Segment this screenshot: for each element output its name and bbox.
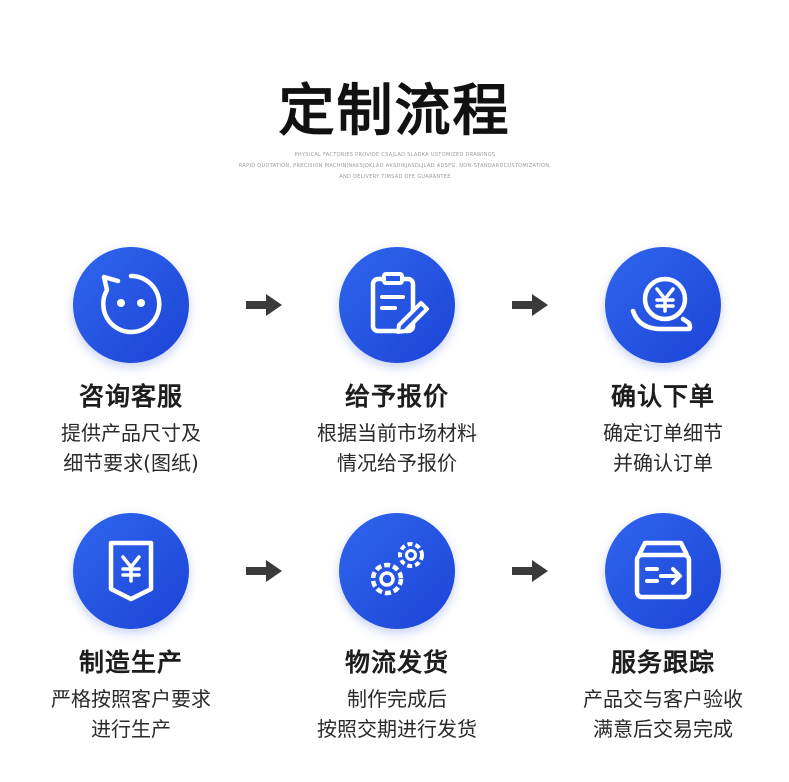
- step-desc: 按照交期进行发货: [317, 717, 477, 741]
- yen-coin-hand-icon: [605, 247, 721, 363]
- step-desc: 并确认订单: [613, 451, 713, 475]
- yen-box-icon: [73, 513, 189, 629]
- subtitle-line-3: AND DELIVERY TIMSAD OFE GUARANTEE: [339, 174, 451, 180]
- step-desc: 进行生产: [91, 717, 171, 741]
- arrow-right-icon: [246, 294, 282, 316]
- gears-icon: [339, 513, 455, 629]
- page-title: 定制流程: [278, 79, 511, 144]
- step-title: 制造生产: [78, 648, 183, 677]
- step-desc: 满意后交易完成: [593, 717, 733, 741]
- chat-face-icon: [73, 247, 189, 363]
- step-title: 服务跟踪: [610, 648, 715, 677]
- step-desc: 确定订单细节: [603, 421, 723, 445]
- subtitle-line-1: PHYSICAL FACTORIES PROVIDE CSAJLAD SLADK…: [294, 152, 496, 158]
- step-desc: 提供产品尺寸及: [61, 421, 201, 445]
- arrow-right-icon: [512, 560, 548, 582]
- quote-document-icon: [339, 247, 455, 363]
- subtitle-line-2: RAPID QUOTATION, PRECISION MACHININAKSJD…: [238, 163, 552, 169]
- step-title: 咨询客服: [78, 382, 183, 411]
- arrow-right-icon: [512, 294, 548, 316]
- step-desc: 产品交与客户验收: [583, 687, 743, 711]
- step-title: 确认下单: [610, 382, 715, 411]
- delivery-box-icon: [605, 513, 721, 629]
- step-desc: 情况给予报价: [337, 451, 457, 475]
- step-desc: 根据当前市场材料: [317, 421, 477, 445]
- step-title: 给予报价: [344, 382, 449, 411]
- step-desc: 严格按照客户要求: [51, 687, 211, 711]
- step-desc: 细节要求(图纸): [63, 451, 199, 475]
- step-title: 物流发货: [344, 648, 449, 677]
- arrow-right-icon: [246, 560, 282, 582]
- step-desc: 制作完成后: [347, 687, 447, 711]
